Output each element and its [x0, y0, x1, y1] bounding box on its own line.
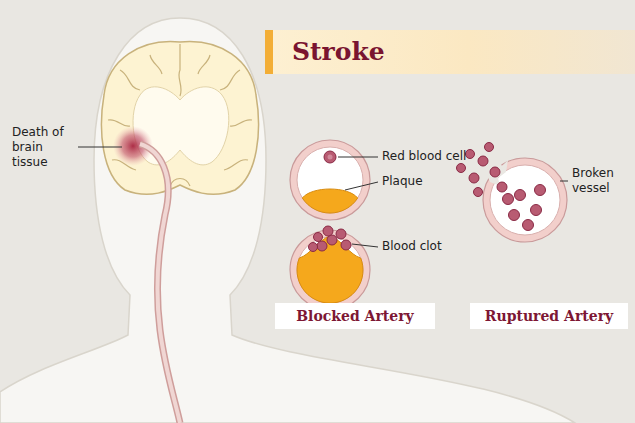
label-box: Ruptured Artery	[470, 303, 628, 329]
leader-line	[345, 182, 378, 190]
box-label: Blocked Artery	[296, 308, 413, 324]
artery-lumen	[140, 144, 180, 423]
callout-label: Red blood cell	[382, 149, 466, 164]
artery-cross-section	[290, 140, 370, 220]
head-silhouette	[0, 18, 575, 423]
title-text: Stroke	[292, 37, 385, 67]
brain-folds	[108, 44, 252, 186]
brain	[102, 42, 259, 195]
box-label: Ruptured Artery	[485, 308, 613, 324]
leader-line	[352, 244, 378, 247]
title-accent-bar	[265, 30, 273, 74]
leader-line	[560, 181, 568, 182]
label-box: Blocked Artery	[275, 303, 435, 329]
callout-label: Plaque	[382, 174, 423, 189]
callout-label: Death of brain tissue	[12, 125, 74, 170]
callout-label: Blood clot	[382, 239, 442, 254]
artery-cross-section	[290, 226, 370, 310]
artery	[140, 144, 180, 423]
callout-label: Broken vessel	[572, 166, 632, 196]
leader-line	[78, 147, 122, 148]
ruptured-cross-section	[457, 143, 568, 243]
leader-line	[338, 157, 378, 158]
